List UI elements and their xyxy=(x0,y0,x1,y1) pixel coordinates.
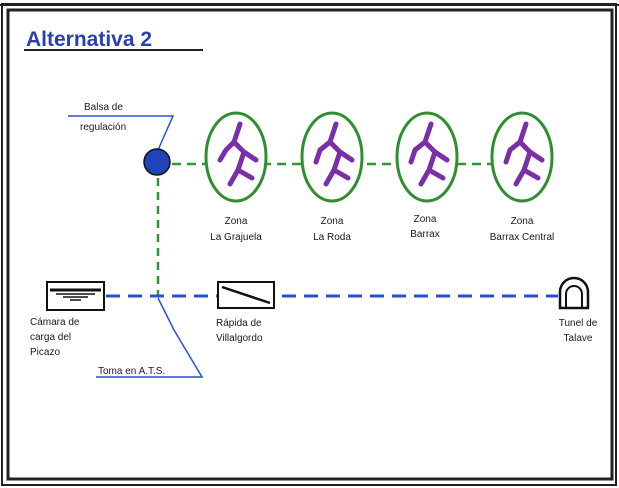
diagram-title: Alternativa 2 xyxy=(26,28,152,51)
zone-outline xyxy=(490,111,554,203)
reservoir-node-icon xyxy=(143,148,171,176)
zone-label-4b: Barrax Central xyxy=(490,232,554,243)
camara-label-3: Picazo xyxy=(30,347,60,358)
head-tank-icon xyxy=(46,281,105,311)
zone-la-roda xyxy=(300,111,364,203)
toma-leader xyxy=(96,297,204,378)
balsa-label-1: Balsa de xyxy=(84,102,123,113)
rapida-label-1: Rápida de xyxy=(216,318,262,329)
zone-barrax-central xyxy=(490,111,554,203)
zone-outline xyxy=(300,111,364,203)
zone-label-3a: Zona xyxy=(414,214,437,225)
irrigation-network-icon xyxy=(217,121,259,187)
balsa-leader xyxy=(68,115,175,151)
camara-label-1: Cámara de xyxy=(30,317,80,328)
zone-outline xyxy=(395,111,459,203)
zone-outline xyxy=(204,111,268,203)
outer-border xyxy=(1,3,617,486)
zone-label-2a: Zona xyxy=(321,216,344,227)
camara-label-2: carga del xyxy=(30,332,71,343)
rapida-label-2: Villalgordo xyxy=(216,333,263,344)
zone-la-grajuela xyxy=(204,111,268,203)
tunnel-icon xyxy=(558,276,590,310)
irrigation-network-icon xyxy=(313,121,355,187)
chute-icon xyxy=(217,281,275,309)
balsa-label-2: regulación xyxy=(80,122,126,133)
zone-label-2b: La Roda xyxy=(313,232,351,243)
toma-label: Toma en A.T.S. xyxy=(98,366,165,377)
inner-border xyxy=(6,8,614,481)
irrigation-network-icon xyxy=(503,121,545,187)
irrigation-network-icon xyxy=(408,121,450,187)
zone-label-4a: Zona xyxy=(511,216,534,227)
tunel-label-1: Tunel de xyxy=(559,318,598,329)
zone-label-1a: Zona xyxy=(225,216,248,227)
zone-label-3b: Barrax xyxy=(410,229,439,240)
tunel-label-2: Talave xyxy=(564,333,593,344)
zone-barrax xyxy=(395,111,459,203)
zone-label-1b: La Grajuela xyxy=(210,232,262,243)
